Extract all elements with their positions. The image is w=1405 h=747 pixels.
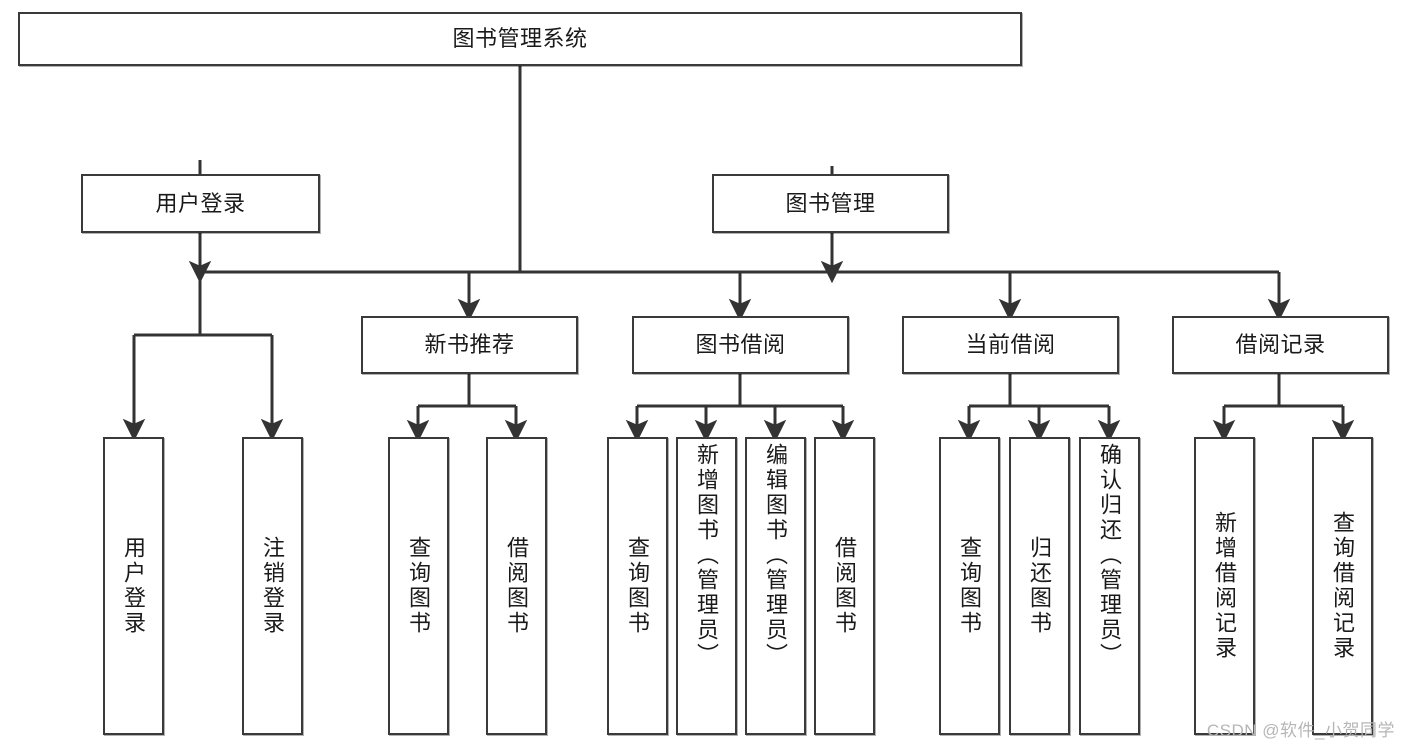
book-borrow-arrows xyxy=(625,406,855,443)
leaf-query-book-2-label: 查询图书 xyxy=(625,536,651,636)
current-borrow-arrows xyxy=(957,406,1121,443)
book-manage-subtree-connectors xyxy=(469,233,1279,274)
node-book-borrow[interactable]: 图书借阅 xyxy=(632,316,849,374)
leaf-query-book-3[interactable]: 查询图书 xyxy=(939,437,1000,735)
leaf-add-borrow-record[interactable]: 新增借阅记录 xyxy=(1194,437,1255,735)
leaf-query-book-3-label: 查询图书 xyxy=(957,536,983,636)
leaf-borrow-book-1-label: 借阅图书 xyxy=(504,536,530,636)
leaf-confirm-return[interactable]: 确认归还（管理员） xyxy=(1079,437,1140,735)
leaf-user-login-label: 用户登录 xyxy=(121,536,147,636)
leaf-logout[interactable]: 注销登录 xyxy=(242,437,303,735)
leaf-query-book-2[interactable]: 查询图书 xyxy=(607,437,668,735)
leaf-query-borrow-record-label: 查询借阅记录 xyxy=(1330,511,1356,661)
root-to-level1-connectors xyxy=(198,66,832,274)
leaf-return-book[interactable]: 归还图书 xyxy=(1009,437,1070,735)
node-current-borrow-label: 当前借阅 xyxy=(965,332,1056,358)
node-new-book-recommend-label: 新书推荐 xyxy=(424,332,515,358)
node-root[interactable]: 图书管理系统 xyxy=(18,12,1022,66)
leaf-add-book[interactable]: 新增图书（管理员） xyxy=(676,437,737,735)
leaf-query-borrow-record[interactable]: 查询借阅记录 xyxy=(1312,437,1373,735)
book-borrow-connectors xyxy=(637,374,843,408)
leaf-user-login[interactable]: 用户登录 xyxy=(103,437,164,735)
node-book-manage-label: 图书管理 xyxy=(785,190,876,216)
node-borrow-record-label: 借阅记录 xyxy=(1235,332,1326,358)
leaf-edit-book-label: 编辑图书（管理员） xyxy=(763,443,789,668)
leaf-query-book-1-label: 查询图书 xyxy=(406,536,432,636)
leaf-confirm-return-label: 确认归还（管理员） xyxy=(1097,443,1123,668)
book-manage-arrows xyxy=(457,272,1291,322)
leaf-return-book-label: 归还图书 xyxy=(1027,536,1053,636)
node-new-book-recommend[interactable]: 新书推荐 xyxy=(361,316,578,374)
leaf-edit-book[interactable]: 编辑图书（管理员） xyxy=(745,437,806,735)
user-login-subtree-connectors xyxy=(134,233,272,337)
leaf-add-book-label: 新增图书（管理员） xyxy=(694,443,720,668)
node-book-manage[interactable]: 图书管理 xyxy=(712,174,949,233)
node-user-login[interactable]: 用户登录 xyxy=(81,174,320,233)
leaf-borrow-book-2-label: 借阅图书 xyxy=(832,536,858,636)
node-user-login-label: 用户登录 xyxy=(155,190,246,216)
user-login-arrows xyxy=(122,335,284,442)
leaf-add-borrow-record-label: 新增借阅记录 xyxy=(1212,511,1238,661)
node-root-label: 图书管理系统 xyxy=(452,26,588,52)
new-book-rec-arrows xyxy=(406,406,528,443)
leaf-borrow-book-2[interactable]: 借阅图书 xyxy=(814,437,875,735)
new-book-rec-connectors xyxy=(418,374,516,408)
node-book-borrow-label: 图书借阅 xyxy=(695,332,786,358)
node-current-borrow[interactable]: 当前借阅 xyxy=(902,316,1119,374)
leaf-query-book-1[interactable]: 查询图书 xyxy=(388,437,449,735)
csdn-watermark: CSDN @软件_小贺同学 xyxy=(1206,721,1395,740)
leaf-logout-label: 注销登录 xyxy=(260,536,286,636)
borrow-record-connectors xyxy=(1224,374,1343,408)
node-borrow-record[interactable]: 借阅记录 xyxy=(1172,316,1389,374)
borrow-record-arrows xyxy=(1212,406,1355,443)
current-borrow-connectors xyxy=(969,374,1109,408)
leaf-borrow-book-1[interactable]: 借阅图书 xyxy=(486,437,547,735)
